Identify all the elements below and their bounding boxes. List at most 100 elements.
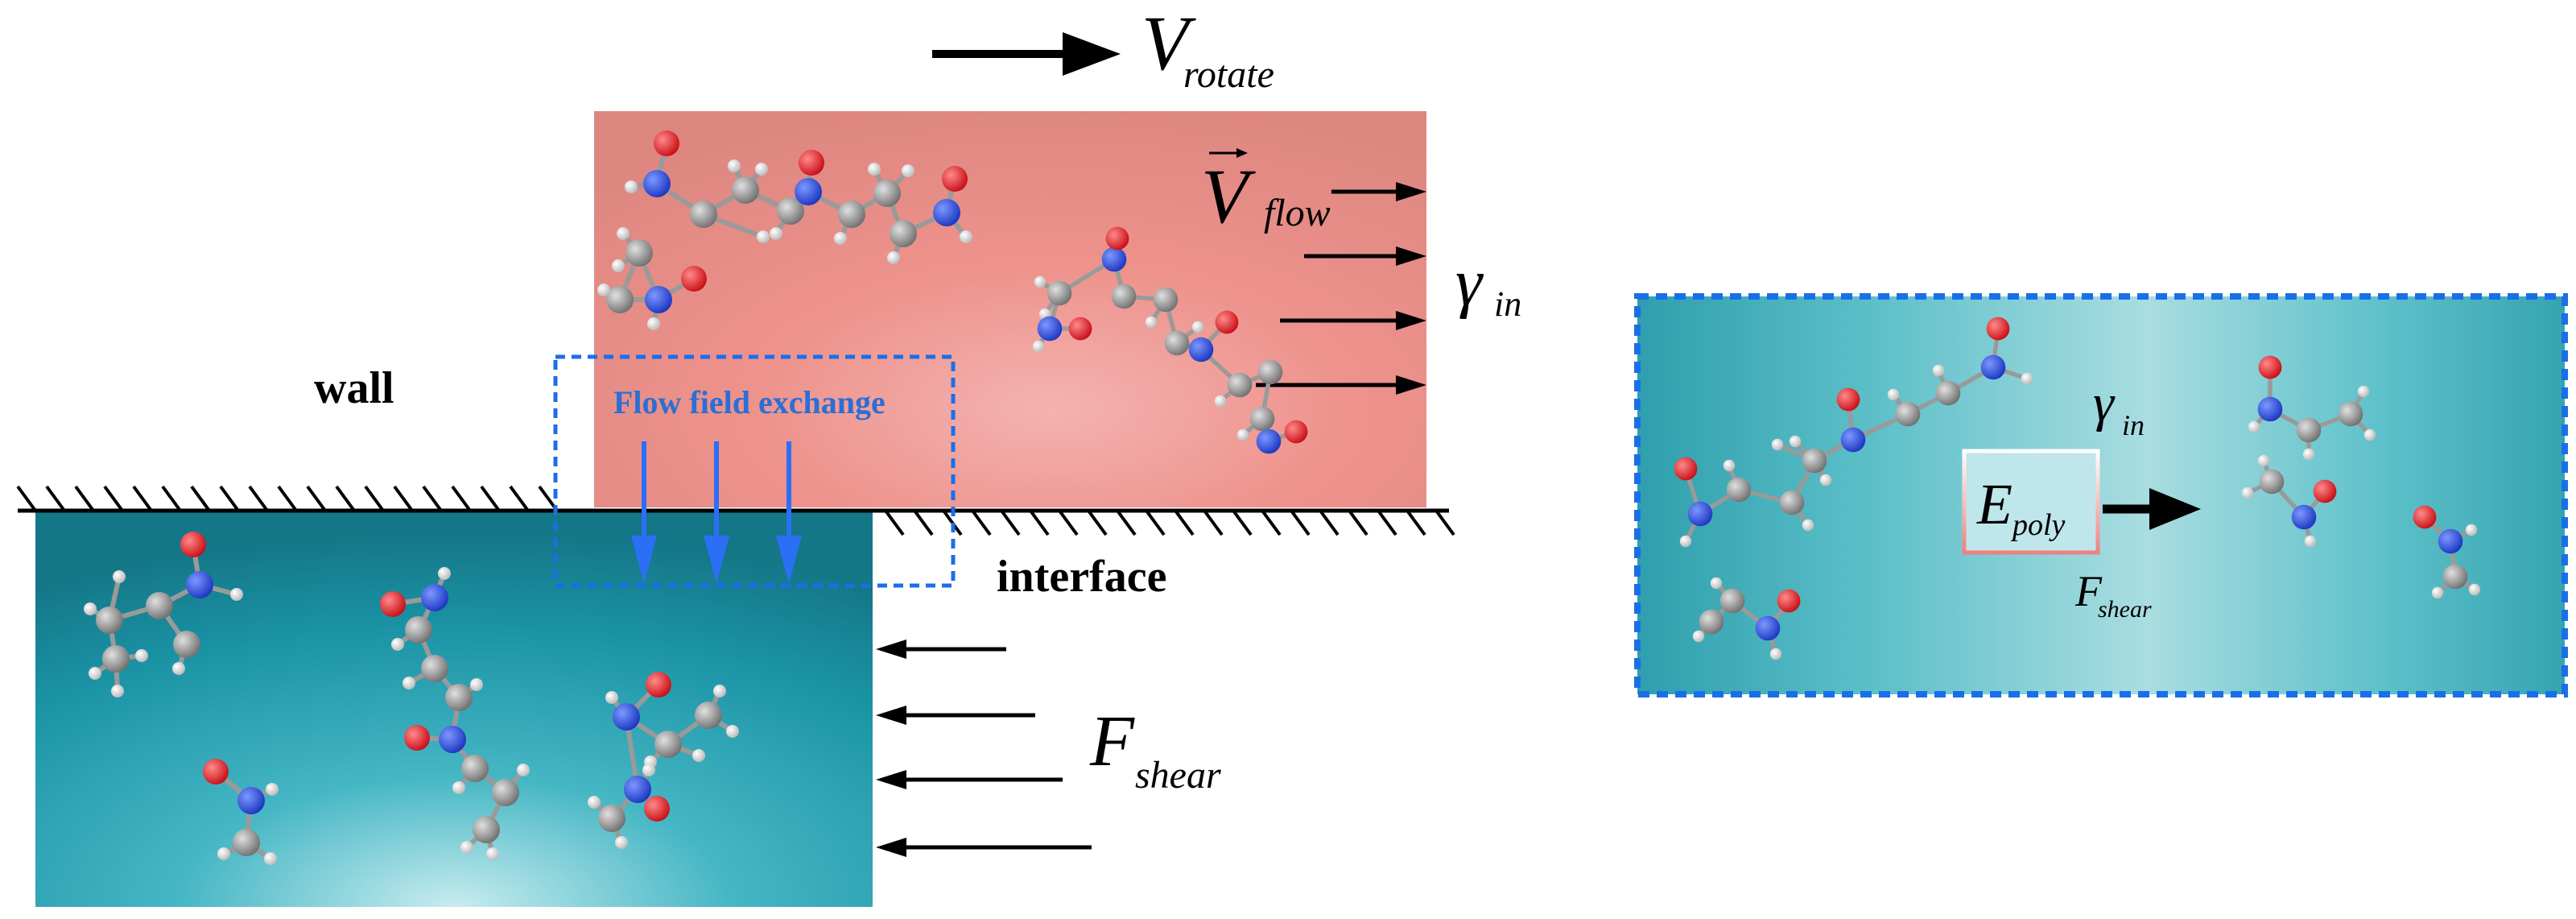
molecule xyxy=(625,130,972,264)
atom-n xyxy=(613,703,640,731)
atom-n xyxy=(645,286,672,313)
hatch-mark xyxy=(393,485,414,512)
atom-h xyxy=(617,227,630,240)
atom-n xyxy=(1840,427,1866,453)
atom-c xyxy=(233,829,260,856)
atom-c xyxy=(173,631,200,658)
molecule xyxy=(1674,317,2033,548)
atom-h xyxy=(605,691,618,704)
hatch-mark xyxy=(190,485,211,512)
molecule xyxy=(2413,505,2481,599)
exchange-arrow-2-head xyxy=(704,536,729,584)
wall-label: wall xyxy=(314,363,394,413)
molecule xyxy=(597,227,707,330)
atom-o xyxy=(2258,355,2282,379)
hatch-mark xyxy=(103,485,124,512)
atom-h xyxy=(1214,395,1227,408)
atom-o xyxy=(1284,420,1308,444)
atom-n xyxy=(2438,528,2463,554)
atom-h xyxy=(2357,385,2370,398)
atom-n xyxy=(643,170,671,197)
e-poly-label: E xyxy=(1976,472,2013,536)
atom-o xyxy=(799,150,824,176)
atom-h xyxy=(2431,586,2444,599)
atom-c xyxy=(2296,417,2322,443)
exchange-arrow-3-head xyxy=(776,536,802,584)
atom-h xyxy=(2465,524,2478,536)
atom-o xyxy=(681,266,707,292)
hatch-mark xyxy=(364,485,385,512)
atom-h xyxy=(1710,577,1723,590)
atom-h xyxy=(902,164,914,177)
atom-c xyxy=(1249,406,1275,432)
atom-h xyxy=(264,852,277,865)
v-flow-vector-arrow xyxy=(1209,148,1248,158)
zoom-gamma-subscript: in xyxy=(2122,409,2145,441)
atom-c xyxy=(2338,401,2363,427)
atom-h xyxy=(1771,438,1784,451)
atom-h xyxy=(517,764,530,776)
flow-exchange-label: Flow field exchange xyxy=(613,384,886,420)
zoom-f-shear-label: F xyxy=(2074,567,2103,615)
atom-c xyxy=(405,616,432,644)
atom-c xyxy=(1935,380,1961,406)
atom-h xyxy=(1932,364,1945,377)
atom-c xyxy=(1153,287,1179,313)
atom-h xyxy=(726,725,739,738)
atom-c xyxy=(1046,280,1072,306)
atom-n xyxy=(624,776,651,803)
atom-h xyxy=(2021,372,2033,385)
hatch-mark xyxy=(1174,509,1195,536)
atom-h xyxy=(452,781,465,794)
e-poly-subscript: poly xyxy=(2010,508,2066,542)
hatch-mark xyxy=(884,509,905,536)
molecules-layer xyxy=(84,130,2481,865)
hatch-mark xyxy=(1029,509,1050,536)
atom-h xyxy=(470,678,483,691)
atom-c xyxy=(1779,490,1805,515)
atom-o xyxy=(1674,457,1698,481)
atom-h xyxy=(647,317,660,330)
molecule xyxy=(588,672,739,849)
exchange-arrow-1-head xyxy=(631,536,657,584)
atom-o xyxy=(380,591,406,617)
hatch-mark xyxy=(1232,509,1253,536)
hatch-mark xyxy=(913,509,934,536)
atom-h xyxy=(1723,459,1736,472)
atom-o xyxy=(2313,479,2337,503)
molecule xyxy=(84,532,243,698)
atom-o xyxy=(1068,317,1092,341)
atom-h xyxy=(1802,519,1814,532)
atom-h xyxy=(713,685,726,698)
atom-c xyxy=(96,606,123,634)
gamma-in-subscript: in xyxy=(1494,284,1521,324)
atom-c xyxy=(1719,588,1745,614)
atom-h xyxy=(642,764,655,776)
atom-h xyxy=(2241,486,2254,499)
atom-c xyxy=(695,702,722,729)
atom-c xyxy=(146,592,173,619)
v-flow-label: V xyxy=(1201,153,1256,239)
atom-h xyxy=(84,602,97,615)
e-poly-box xyxy=(1962,449,2100,555)
atom-h xyxy=(770,227,782,240)
atom-h xyxy=(1769,648,1782,660)
hatch-mark xyxy=(45,485,66,512)
hatch-mark xyxy=(1116,509,1137,536)
atom-h xyxy=(172,662,185,675)
atom-o xyxy=(180,532,206,557)
zoom-f-shear-subscript: shear xyxy=(2098,596,2152,623)
hatch-mark xyxy=(132,485,153,512)
hatch-mark xyxy=(1087,509,1108,536)
hatch-mark xyxy=(248,485,269,512)
atom-c xyxy=(1802,448,1827,474)
atom-c xyxy=(732,176,759,204)
atom-h xyxy=(1032,340,1045,353)
atom-c xyxy=(492,779,519,806)
atom-o xyxy=(2413,505,2437,529)
atom-o xyxy=(1777,589,1801,613)
wall-hatch-line xyxy=(16,485,1455,536)
flow-arrows xyxy=(1256,182,1426,395)
atom-h xyxy=(728,159,741,172)
hatch-mark xyxy=(74,485,95,512)
